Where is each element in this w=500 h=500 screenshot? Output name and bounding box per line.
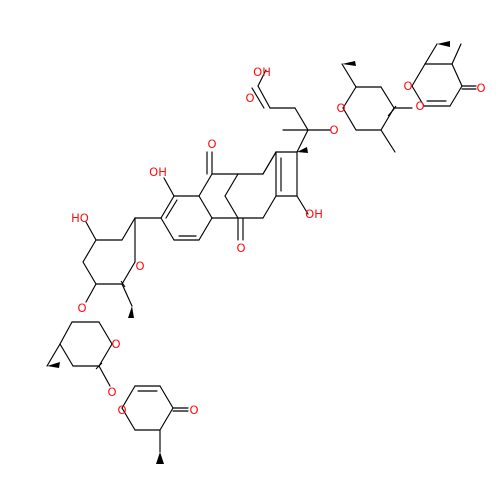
glycosidic-o-top-ring-label: O (403, 79, 412, 93)
ring-o-lower-sugar-label: O (111, 337, 120, 351)
ring-o-bottom-pyranone-label: O (117, 403, 126, 417)
ring-o-top-pyranone-label: O (415, 99, 424, 113)
glycosidic-o-top-label: O (329, 123, 338, 137)
carboxylic-acid-oh-label: OH (253, 65, 271, 79)
carboxylic-acid-o-label: O (245, 91, 254, 105)
glycosidic-o-lower-label: O (107, 385, 116, 399)
ring-o-mid-sugar-label: O (135, 259, 144, 273)
bond-lines (46, 43, 477, 453)
ketone-bottom-o-label: O (189, 403, 198, 417)
ring-o-top-sugar-label: O (336, 101, 345, 115)
glycosidic-o-mid-label: O (77, 301, 86, 315)
anthraquinone-oh-left-label: OH (149, 165, 167, 179)
ketone-top-o-label: O (476, 81, 485, 95)
anthraquinone-o-bottom-label: O (236, 241, 245, 255)
anthraquinone-oh-right-label: OH (305, 207, 323, 221)
anthraquinone-o-top-label: O (207, 137, 216, 151)
sugar-oh-label: HO (71, 211, 89, 225)
stereo-bonds (47, 41, 450, 464)
atom-labels: OH O O O O O O OH O O OH HO O O O O O O (71, 65, 485, 417)
